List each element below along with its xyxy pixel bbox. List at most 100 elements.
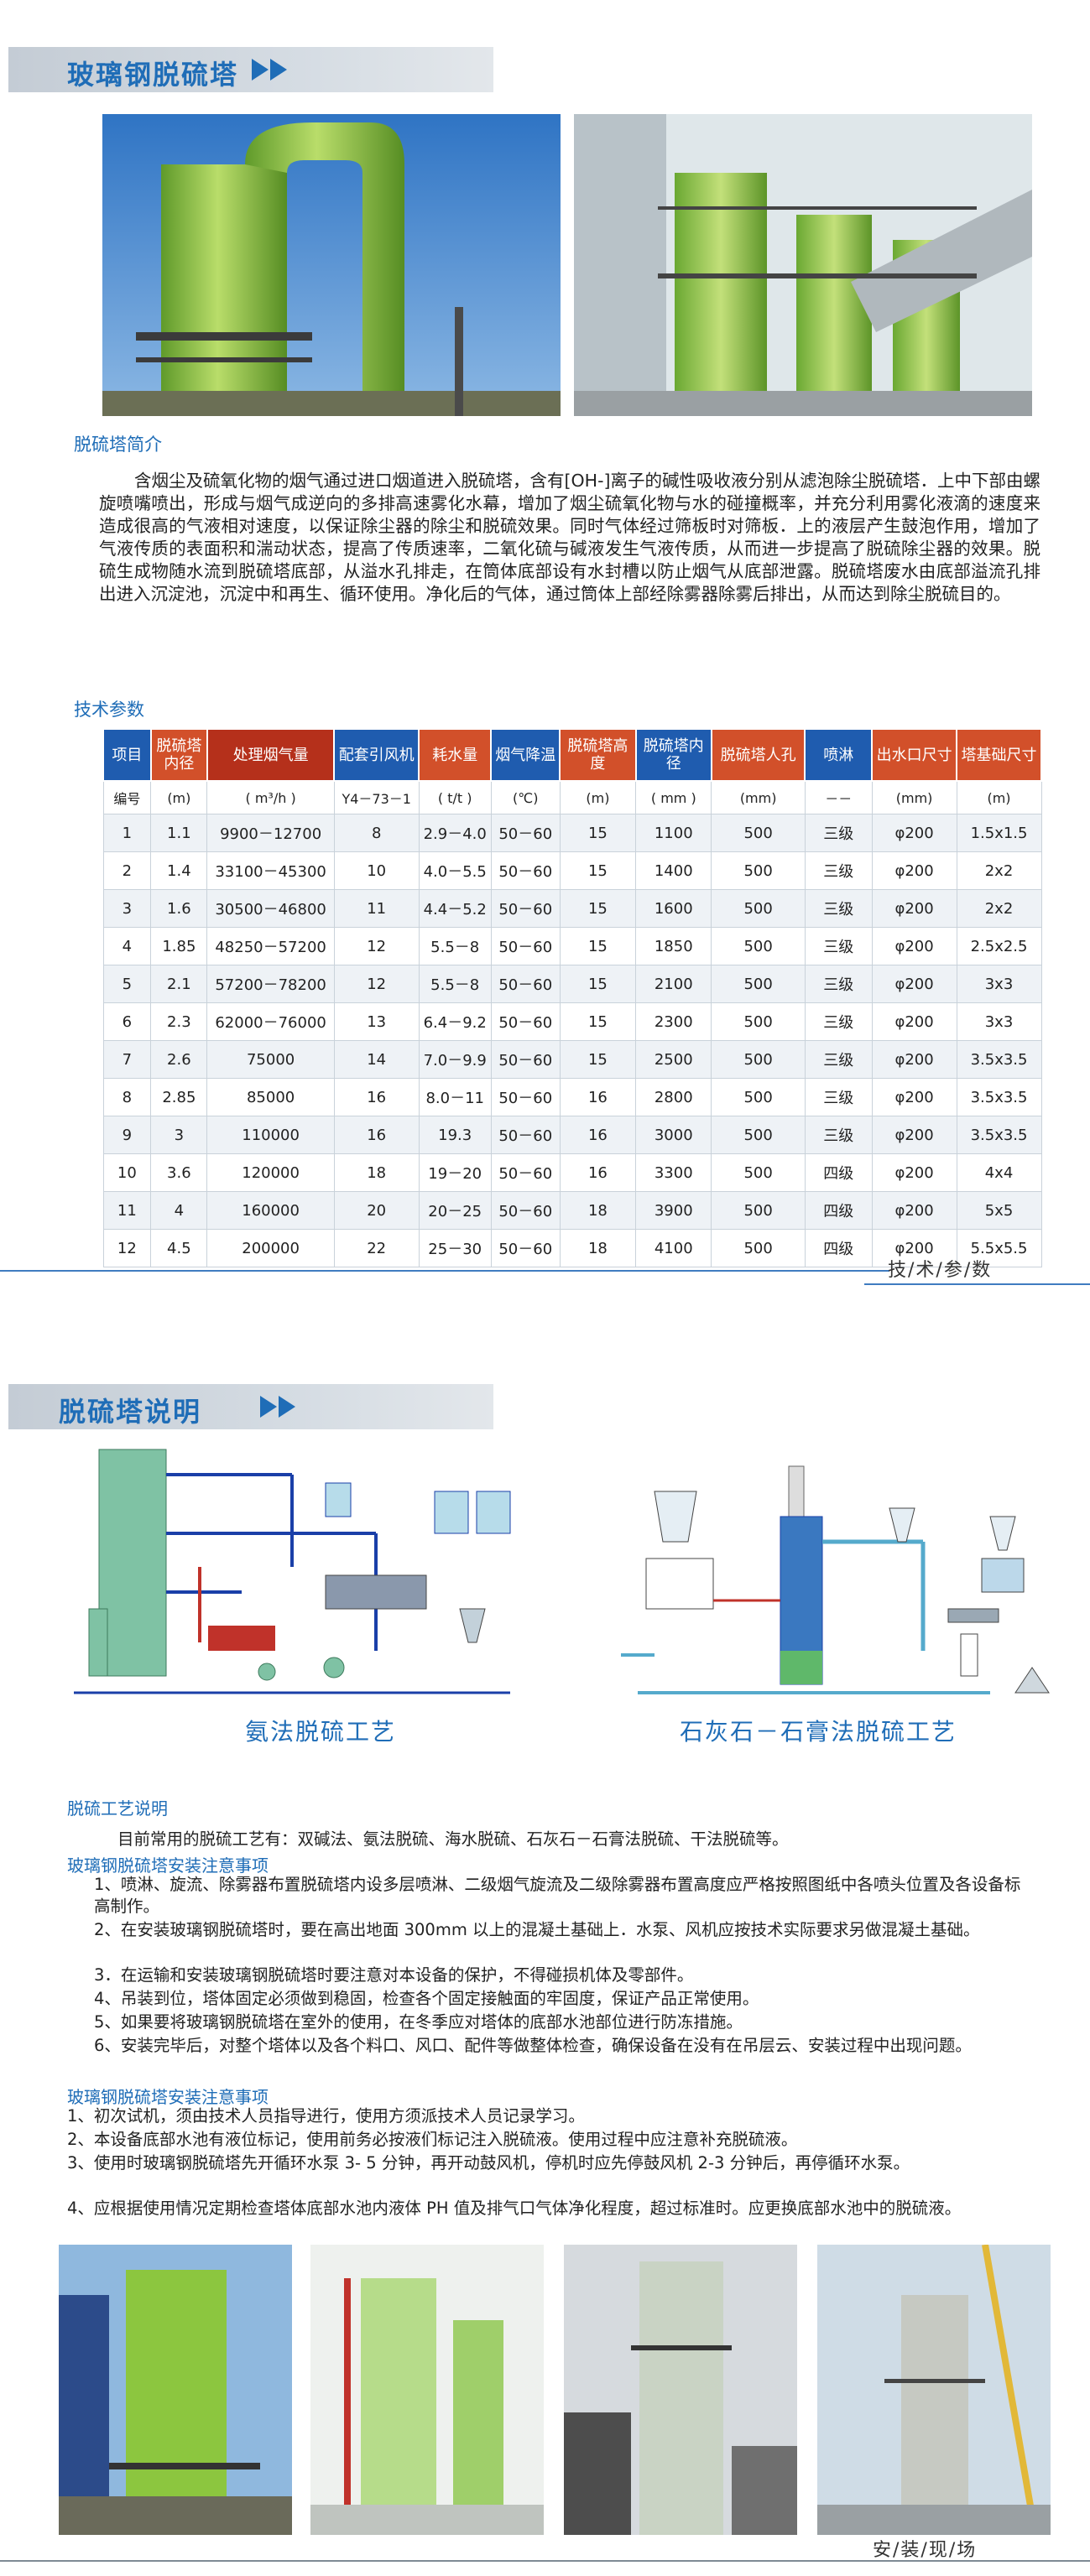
table-cell: 500 bbox=[711, 1078, 806, 1116]
table-cell: 三级 bbox=[804, 1078, 873, 1116]
table-cell: Y4－73－1 bbox=[333, 780, 420, 814]
table-cell: 2.3 bbox=[150, 1002, 208, 1041]
footer-divider bbox=[0, 1270, 889, 1272]
table-cell: 1 bbox=[102, 814, 152, 852]
install-item: 5、如果要将玻璃钢脱硫塔在室外的使用，在冬季应对塔体的底部水池部位进行防冻措施。 bbox=[94, 2012, 743, 2032]
table-cell: 3000 bbox=[635, 1116, 712, 1154]
tower-photo-2 bbox=[574, 114, 1032, 416]
table-cell: 3900 bbox=[635, 1191, 712, 1230]
table-cell: 50－60 bbox=[490, 814, 561, 852]
table-cell: 18 bbox=[559, 1229, 637, 1267]
table-header-cell: 配套引风机 bbox=[333, 728, 420, 782]
table-cell: 6 bbox=[102, 1002, 152, 1041]
table-cell: 33100－45300 bbox=[206, 851, 335, 890]
table-cell: 4.5 bbox=[150, 1229, 208, 1267]
table-cell: φ200 bbox=[871, 1229, 957, 1267]
section-title: 玻璃钢脱硫塔 bbox=[67, 59, 239, 91]
table-cell: 四级 bbox=[804, 1153, 873, 1192]
table-cell: 2x2 bbox=[956, 889, 1042, 928]
install-item: 1、喷淋、旋流、除雾器布置脱硫塔内设多层喷淋、二级烟气旋流及二级除雾器布置高度应… bbox=[94, 1875, 1021, 1916]
table-cell: 22 bbox=[333, 1229, 420, 1267]
table-cell: 11 bbox=[102, 1191, 152, 1230]
ammonia-process-diagram bbox=[74, 1441, 545, 1710]
table-unit-row: 编号(m)( m³/h )Y4－73－1( t/t )(℃)(m)( mm )(… bbox=[102, 780, 1042, 814]
table-cell: 1.5x1.5 bbox=[956, 814, 1042, 852]
table-cell: 3x3 bbox=[956, 1002, 1042, 1041]
table-cell: 15 bbox=[559, 927, 637, 965]
table-cell: 500 bbox=[711, 1153, 806, 1192]
table-cell: 110000 bbox=[206, 1116, 335, 1154]
table-cell: 1.4 bbox=[150, 851, 208, 890]
table-header-cell: 脱硫塔内径 bbox=[149, 728, 208, 782]
table-cell: 1600 bbox=[635, 889, 712, 928]
install-item: 6、安装完毕后，对整个塔体以及各个料口、风口、配件等做整体检查，确保设备在没有在… bbox=[94, 2036, 972, 2055]
table-cell: ( t/t ) bbox=[418, 780, 492, 814]
table-cell: 三级 bbox=[804, 889, 873, 928]
table-cell: 5 bbox=[102, 965, 152, 1003]
table-cell: 1.85 bbox=[150, 927, 208, 965]
table-cell: 48250－57200 bbox=[206, 927, 335, 965]
table-cell: 20－25 bbox=[418, 1191, 492, 1230]
table-cell: 2.9－4.0 bbox=[418, 814, 492, 852]
table-cell: 三级 bbox=[804, 1116, 873, 1154]
table-cell: 500 bbox=[711, 1229, 806, 1267]
table-cell: φ200 bbox=[871, 1191, 957, 1230]
table-header-cell: 脱硫塔人孔 bbox=[710, 728, 806, 782]
spec-table: 项目 脱硫塔内径 处理烟气量 配套引风机 耗水量 烟气降温 脱硫塔高度 脱硫塔内… bbox=[102, 728, 1042, 1267]
table-cell: 12 bbox=[333, 927, 420, 965]
table-cell: 4 bbox=[150, 1191, 208, 1230]
table-cell: 5.5x5.5 bbox=[956, 1229, 1042, 1267]
usage-item: 4、应根据使用情况定期检查塔体底部水池内液体 PH 值及排气口气体净化程度，超过… bbox=[67, 2199, 962, 2218]
table-cell: 3.5x3.5 bbox=[956, 1078, 1042, 1116]
spec-heading: 技术参数 bbox=[74, 700, 144, 720]
usage-heading: 玻璃钢脱硫塔安装注意事项 bbox=[67, 2087, 269, 2107]
table-cell: 4100 bbox=[635, 1229, 712, 1267]
table-cell: 50－60 bbox=[490, 1153, 561, 1192]
table-cell: 7.0－9.9 bbox=[418, 1040, 492, 1079]
table-cell: 20 bbox=[333, 1191, 420, 1230]
table-header-cell: 烟气降温 bbox=[490, 728, 561, 782]
table-cell: 4.0－5.5 bbox=[418, 851, 492, 890]
table-cell: 500 bbox=[711, 851, 806, 890]
intro-heading: 脱硫塔简介 bbox=[74, 435, 162, 455]
table-cell: 3x3 bbox=[956, 965, 1042, 1003]
table-cell: 18 bbox=[559, 1191, 637, 1230]
table-cell: －－ bbox=[804, 780, 873, 814]
table-cell: 500 bbox=[711, 889, 806, 928]
table-header-cell: 出水口尺寸 bbox=[871, 728, 958, 782]
table-cell: 50－60 bbox=[490, 1078, 561, 1116]
table-cell: 50－60 bbox=[490, 927, 561, 965]
table-cell: φ200 bbox=[871, 1116, 957, 1154]
table-cell: 5.5－8 bbox=[418, 965, 492, 1003]
table-cell: 1400 bbox=[635, 851, 712, 890]
table-cell: 4 bbox=[102, 927, 152, 965]
table-cell: 8 bbox=[333, 814, 420, 852]
table-header-cell: 塔基础尺寸 bbox=[956, 728, 1042, 782]
section-header-band: 脱硫塔说明 bbox=[8, 1384, 493, 1429]
double-arrow-icon bbox=[252, 59, 287, 81]
table-cell: 10 bbox=[102, 1153, 152, 1192]
table-cell: 11 bbox=[333, 889, 420, 928]
table-cell: 30500－46800 bbox=[206, 889, 335, 928]
table-cell: 2.5x2.5 bbox=[956, 927, 1042, 965]
table-cell: 7 bbox=[102, 1040, 152, 1079]
table-cell: 120000 bbox=[206, 1153, 335, 1192]
table-cell: 5.5－8 bbox=[418, 927, 492, 965]
table-cell: φ200 bbox=[871, 889, 957, 928]
table-cell: 3 bbox=[150, 1116, 208, 1154]
table-cell: 15 bbox=[559, 1040, 637, 1079]
table-cell: 2.6 bbox=[150, 1040, 208, 1079]
usage-item: 3、使用时玻璃钢脱硫塔先开循环水泵 3- 5 分钟，再开动鼓风机，停机时应先停鼓… bbox=[67, 2153, 910, 2173]
table-cell: 8.0－11 bbox=[418, 1078, 492, 1116]
table-cell: 三级 bbox=[804, 1002, 873, 1041]
table-cell: 2.85 bbox=[150, 1078, 208, 1116]
table-cell: 1100 bbox=[635, 814, 712, 852]
table-cell: 16 bbox=[333, 1116, 420, 1154]
table-cell: 16 bbox=[559, 1116, 637, 1154]
table-cell: 15 bbox=[559, 889, 637, 928]
table-cell: 9 bbox=[102, 1116, 152, 1154]
